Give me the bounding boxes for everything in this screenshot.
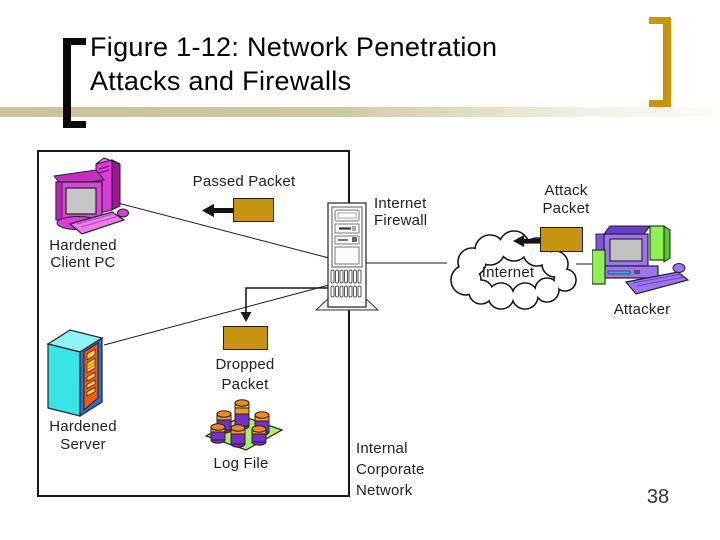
slide-title: Figure 1-12: Network Penetration Attacks… <box>90 30 650 98</box>
hardened-server-icon <box>46 329 104 418</box>
attacker-pc-icon <box>592 225 690 295</box>
dropped-packet-box <box>223 326 268 350</box>
page-number: 38 <box>646 486 670 508</box>
log-file-label: Log File <box>213 455 269 472</box>
bracket-right-icon <box>649 17 671 107</box>
internal-network-label: Internal Corporate Network <box>356 440 425 499</box>
internet-cloud-label: Internet <box>481 264 535 281</box>
hardened-client-pc-icon <box>53 157 129 235</box>
slide-title-line1: Figure 1-12: Network Penetration <box>90 32 498 62</box>
internet-firewall-label: Internet Firewall <box>374 195 428 229</box>
slide-title-line2: Attacks and Firewalls <box>90 66 352 96</box>
hardened-client-label: Hardened Client PC <box>49 237 117 271</box>
internet-cloud-icon <box>450 230 577 310</box>
hardened-server-label: Hardened Server <box>49 418 117 453</box>
passed-packet-box <box>233 198 274 222</box>
bracket-left-icon <box>63 38 86 128</box>
internal-network-boundary-box <box>37 150 350 497</box>
attack-packet-box <box>540 227 583 252</box>
dropped-packet-label: Dropped Packet <box>215 356 275 393</box>
attacker-label: Attacker <box>613 301 671 318</box>
passed-packet-label: Passed Packet <box>192 173 296 190</box>
title-accent-bar <box>0 107 720 117</box>
dropped-packet-arrow-icon <box>240 287 329 322</box>
attack-packet-arrow-icon <box>513 235 540 247</box>
internet-firewall-icon <box>314 202 380 311</box>
attack-packet-label: Attack Packet <box>542 182 590 217</box>
passed-packet-arrow-icon <box>202 203 234 218</box>
log-file-icon <box>204 399 284 451</box>
